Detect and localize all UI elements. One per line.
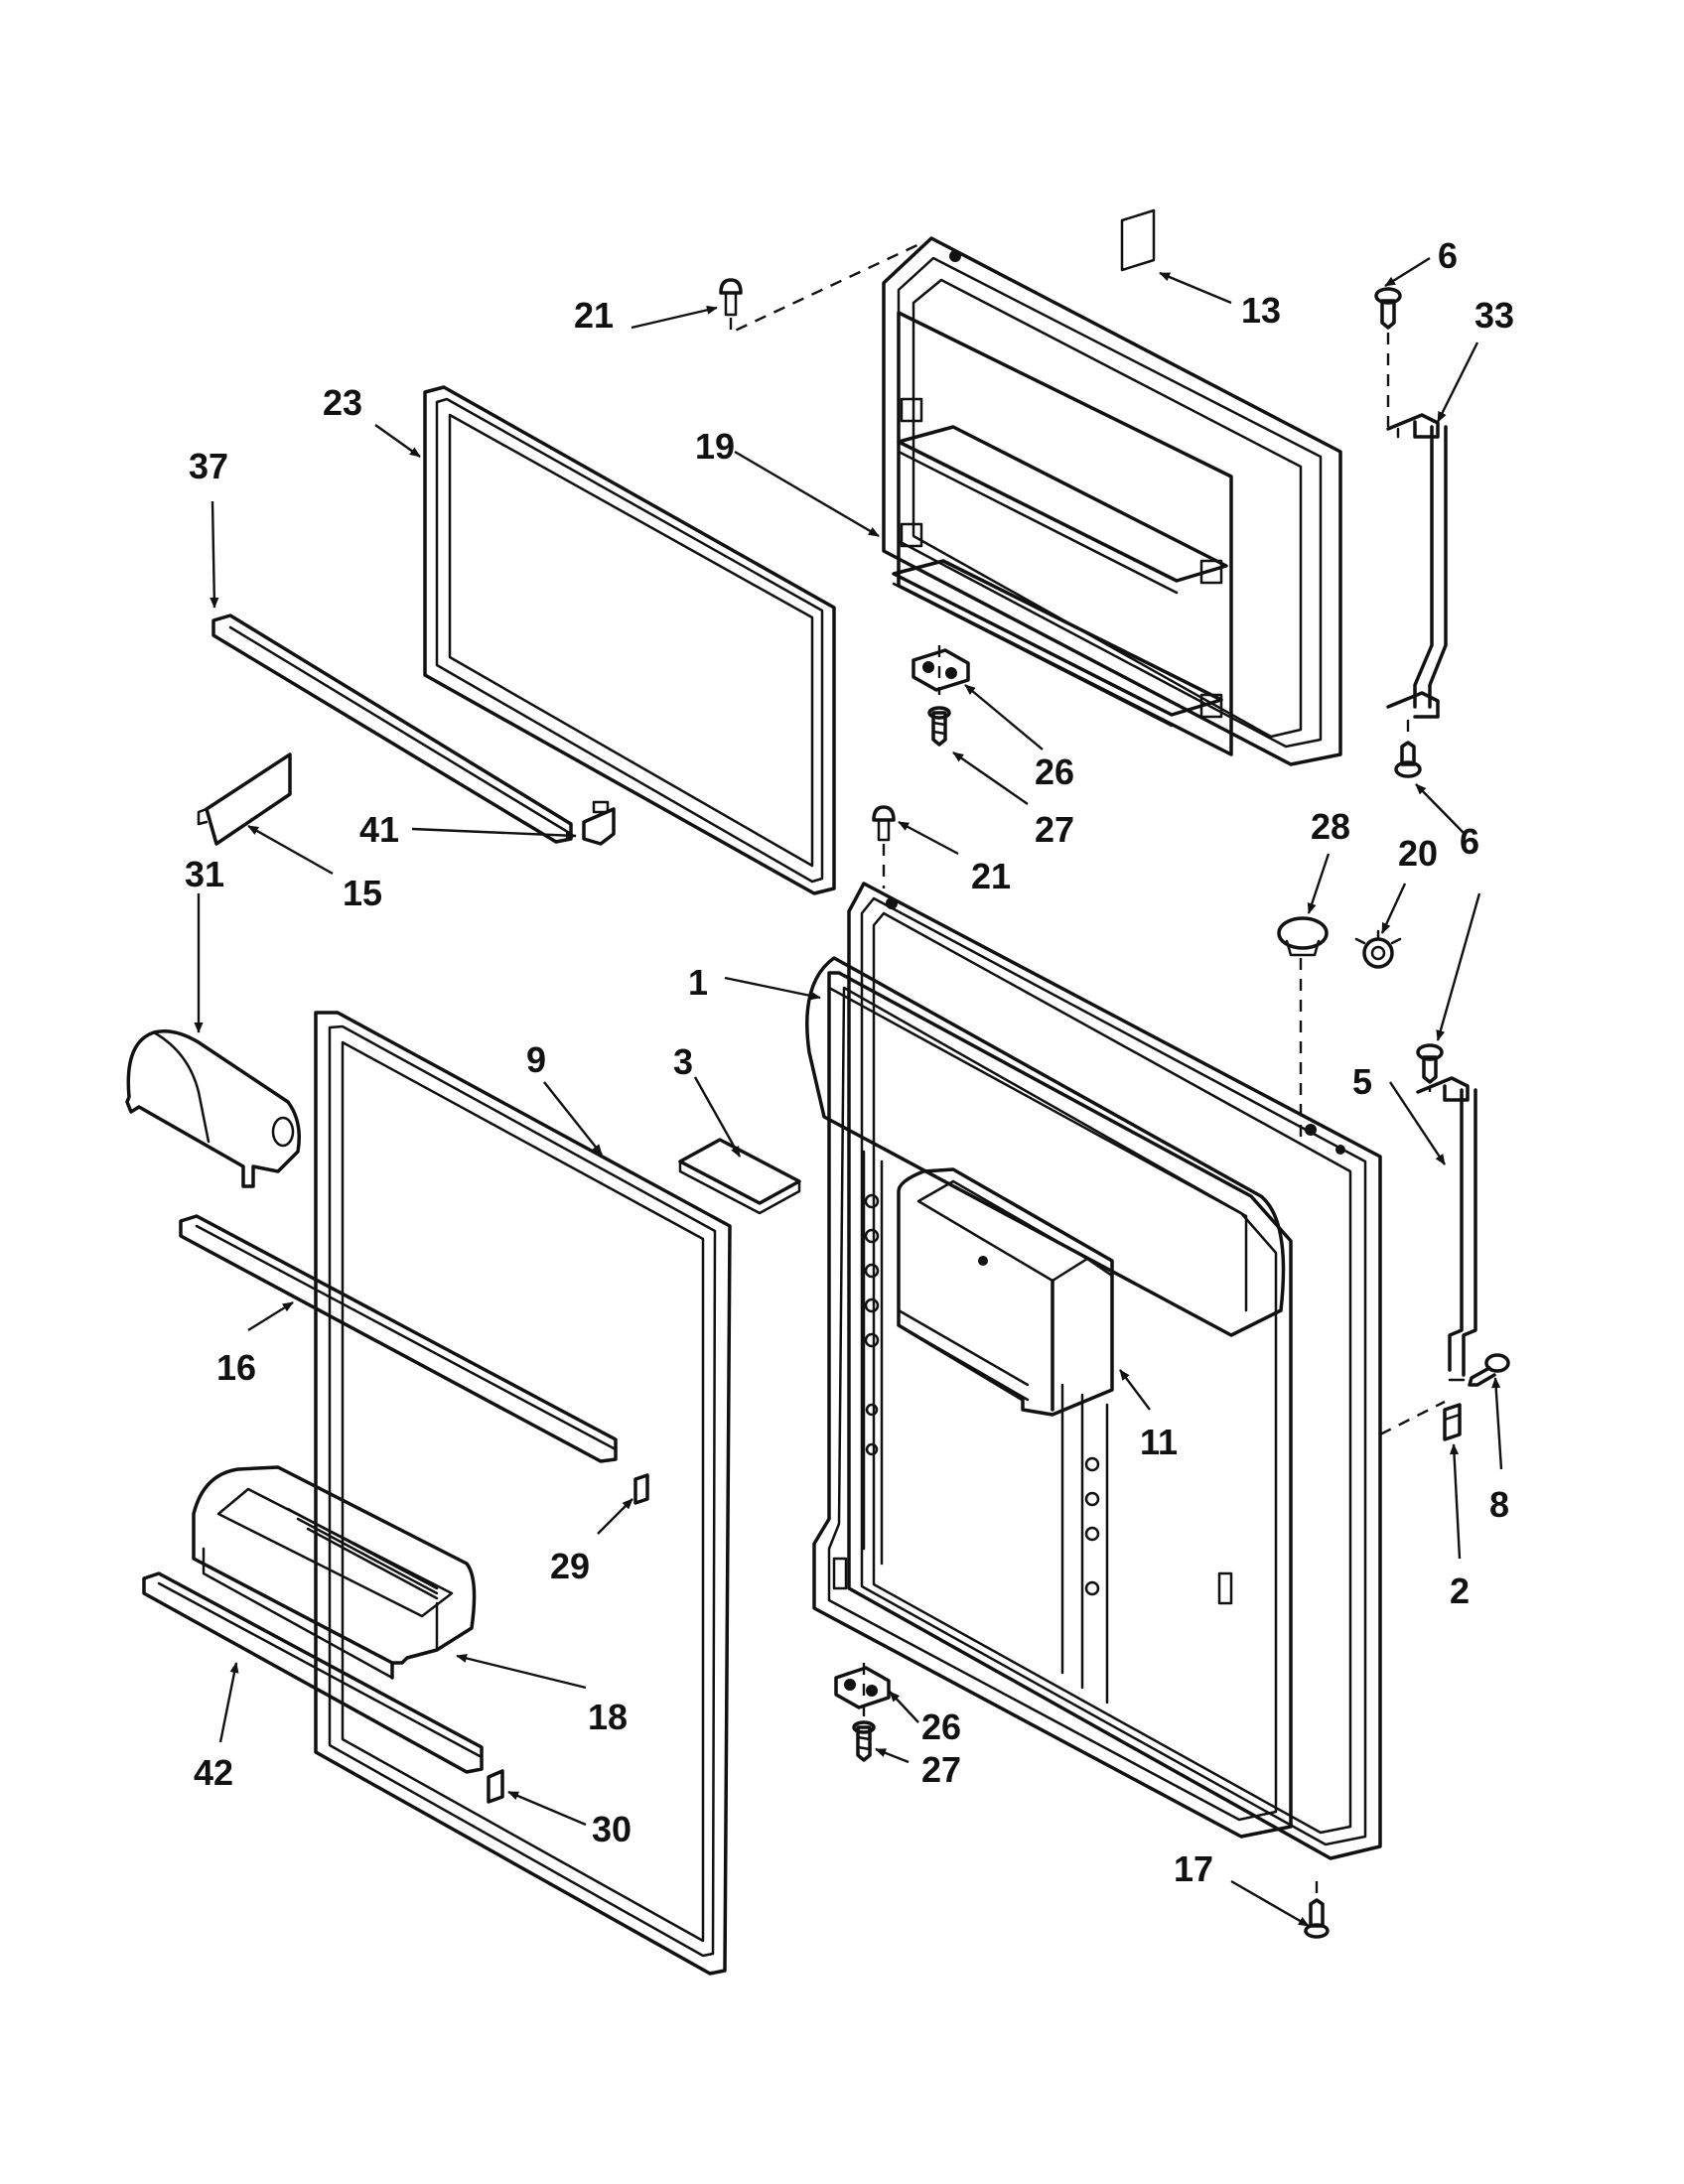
- callout-6-middle: 6: [1460, 821, 1479, 862]
- callout-28: 28: [1311, 806, 1350, 847]
- insert-3: [678, 1138, 801, 1215]
- callout-20: 20: [1398, 833, 1438, 874]
- assembly-lines: [729, 241, 1446, 1898]
- callout-30: 30: [592, 1809, 632, 1849]
- callout-27-lower: 27: [921, 1749, 961, 1790]
- screw-6-lower: [1416, 1043, 1444, 1084]
- callout-5: 5: [1352, 1061, 1372, 1102]
- callout-13: 13: [1241, 290, 1281, 331]
- screw-27-lower: [852, 1720, 876, 1762]
- callout-26-lower: 26: [921, 1706, 961, 1747]
- pin-21-lower: [872, 805, 896, 842]
- callout-16: 16: [216, 1347, 256, 1388]
- screw-6-middle: [1394, 741, 1422, 778]
- hinge-plate-26-lower: [834, 1666, 891, 1709]
- callout-1: 1: [688, 962, 708, 1003]
- leader-arrows: [194, 256, 1503, 1928]
- callout-19: 19: [695, 426, 735, 467]
- end-cap-30: [487, 1769, 504, 1804]
- bracket-2: [1443, 1403, 1462, 1441]
- callout-29: 29: [550, 1546, 590, 1586]
- screw-17: [1304, 1898, 1330, 1939]
- callout-3: 3: [673, 1041, 693, 1082]
- end-cap-41: [582, 800, 616, 846]
- fresh-food-gasket: [314, 1011, 732, 1976]
- callout-42: 42: [194, 1752, 233, 1793]
- freezer-gasket: [423, 385, 836, 895]
- shelf-bar-42: [142, 1571, 484, 1774]
- freezer-door-liner: [882, 236, 1342, 766]
- callout-labels: 6 33 13 21 23 37 19 26 27 21 28 20 6 41 …: [185, 235, 1514, 1889]
- callout-31: 31: [185, 854, 224, 894]
- callout-41: 41: [359, 809, 399, 850]
- callout-18: 18: [588, 1697, 628, 1737]
- door-bin-18: [192, 1465, 477, 1680]
- plug-28: [1277, 916, 1329, 957]
- callout-33: 33: [1474, 295, 1514, 336]
- callout-21-lower: 21: [971, 856, 1011, 896]
- shelf-bar-16: [179, 1214, 618, 1463]
- butter-compartment-31: [125, 1029, 301, 1188]
- hinge-5: [1416, 1076, 1477, 1382]
- hinge-33: [1386, 413, 1448, 719]
- callout-6-top: 6: [1438, 235, 1458, 276]
- screw-6-top: [1374, 287, 1402, 330]
- callout-17: 17: [1174, 1848, 1213, 1889]
- callout-26-upper: 26: [1035, 751, 1074, 792]
- cover-15: [197, 752, 292, 846]
- callout-8: 8: [1489, 1484, 1509, 1525]
- callout-9: 9: [526, 1039, 546, 1080]
- callout-11: 11: [1140, 1422, 1178, 1462]
- pin-21-upper: [719, 278, 743, 317]
- callout-27-upper: 27: [1035, 809, 1074, 850]
- callout-2: 2: [1450, 1570, 1470, 1611]
- end-cap-29: [633, 1473, 649, 1505]
- hinge-plate-26-upper: [912, 648, 970, 692]
- callout-37: 37: [189, 446, 228, 486]
- label-13: [1120, 208, 1156, 272]
- dairy-door: [897, 1167, 1114, 1417]
- callout-21-upper: 21: [574, 295, 614, 336]
- screw-8: [1468, 1353, 1510, 1387]
- screw-27-upper: [927, 706, 951, 747]
- hinge-cap-20: [1354, 929, 1402, 969]
- callout-23: 23: [323, 382, 362, 423]
- callout-15: 15: [343, 873, 382, 913]
- fresh-food-door-liner: [805, 882, 1382, 1860]
